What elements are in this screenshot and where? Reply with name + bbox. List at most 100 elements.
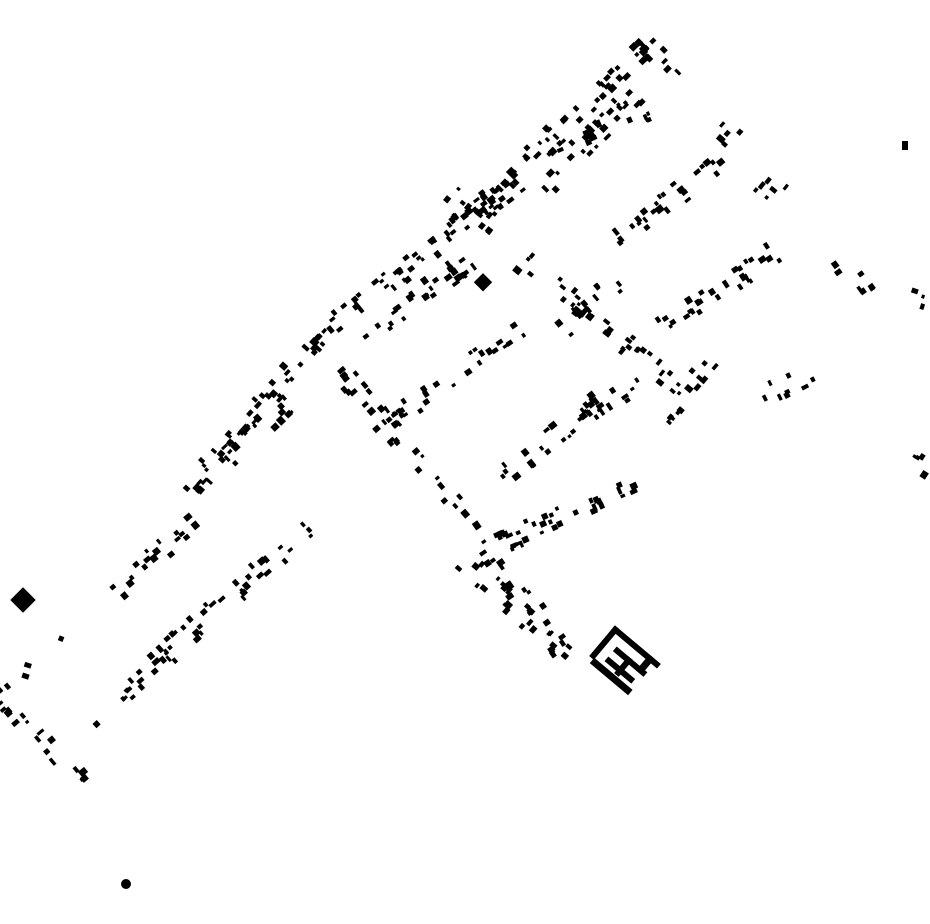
building (486, 195, 497, 206)
building (253, 400, 263, 410)
building (163, 634, 172, 643)
building (287, 547, 294, 553)
building (421, 292, 430, 300)
building (485, 211, 494, 220)
building (125, 578, 135, 588)
building (352, 370, 360, 377)
building (697, 289, 705, 296)
building (146, 651, 156, 661)
building (642, 216, 649, 224)
building (721, 279, 730, 289)
building (645, 116, 652, 123)
building (395, 266, 404, 276)
building (555, 519, 564, 528)
building (549, 641, 558, 650)
building (505, 592, 515, 601)
building (445, 235, 453, 243)
building (231, 578, 240, 587)
building (407, 264, 416, 273)
building (576, 301, 581, 307)
building (574, 306, 580, 313)
building (605, 402, 614, 411)
building (699, 163, 706, 170)
building (511, 178, 520, 187)
building (360, 380, 369, 390)
building (615, 280, 623, 288)
building (229, 439, 238, 448)
building (208, 600, 217, 609)
building (559, 283, 567, 291)
building (676, 185, 686, 195)
building (557, 276, 563, 283)
building (559, 295, 567, 304)
building (547, 646, 556, 655)
building (191, 628, 201, 638)
building (400, 397, 407, 405)
building (588, 497, 594, 504)
building (616, 239, 624, 247)
building (150, 667, 159, 676)
building (622, 71, 632, 82)
building (348, 387, 358, 397)
building (155, 644, 165, 654)
building (598, 91, 607, 101)
building (666, 369, 674, 377)
building (510, 171, 519, 180)
building (246, 409, 254, 417)
building (531, 520, 537, 528)
building (471, 206, 478, 213)
building (538, 445, 545, 451)
building (450, 212, 460, 222)
building (558, 639, 567, 647)
buildings-layer (0, 37, 929, 783)
building (639, 346, 648, 355)
building (593, 413, 600, 421)
building (634, 215, 643, 224)
building (495, 557, 506, 568)
building (489, 557, 497, 564)
building (122, 695, 128, 701)
building (57, 635, 65, 643)
building (599, 123, 609, 133)
building-isolated-south (121, 879, 131, 889)
building (616, 235, 625, 244)
building (351, 302, 361, 311)
building (417, 407, 424, 415)
building (857, 270, 865, 278)
building (539, 530, 545, 535)
building (479, 200, 488, 208)
building (585, 128, 594, 137)
building (620, 393, 630, 401)
building (644, 53, 654, 63)
building (192, 634, 202, 644)
building-complex-southeast (589, 625, 661, 696)
building (288, 376, 295, 383)
building (554, 318, 564, 328)
building (761, 394, 768, 402)
building (757, 181, 766, 190)
building (613, 114, 621, 123)
building (471, 520, 482, 531)
building (201, 462, 207, 469)
building (202, 601, 209, 608)
building (452, 502, 459, 510)
building (675, 381, 681, 387)
building (485, 229, 492, 236)
building (258, 392, 266, 400)
building (475, 210, 484, 219)
building (654, 316, 662, 324)
building (380, 271, 386, 277)
building (693, 168, 702, 176)
building (833, 268, 843, 277)
building (280, 394, 287, 402)
building (593, 144, 599, 150)
building (419, 275, 430, 286)
building (541, 184, 550, 193)
building (480, 539, 487, 545)
building (607, 67, 615, 76)
building (757, 254, 767, 264)
building (503, 600, 514, 611)
building (783, 391, 791, 399)
building (610, 97, 618, 105)
building (143, 555, 152, 564)
